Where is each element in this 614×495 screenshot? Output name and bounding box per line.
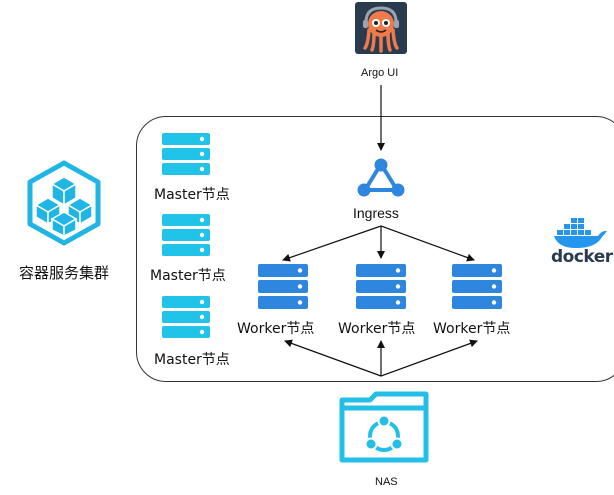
docker-whale-icon bbox=[554, 218, 607, 248]
server-icon bbox=[258, 264, 308, 309]
cluster-boundary bbox=[136, 116, 614, 382]
arrow-ingress-to-worker-1 bbox=[282, 225, 382, 262]
master-node-label: Master节点 bbox=[154, 187, 230, 203]
nas-folder-share-icon bbox=[339, 391, 429, 463]
server-icon bbox=[162, 296, 210, 338]
arrow-nas-to-worker-1 bbox=[284, 339, 382, 377]
arrow-nas-to-worker-3 bbox=[380, 339, 478, 377]
nas-label: NAS bbox=[375, 476, 398, 488]
master-node-label: Master节点 bbox=[154, 352, 230, 368]
server-icon bbox=[162, 133, 210, 175]
worker-node-label: Worker节点 bbox=[237, 321, 315, 337]
server-icon bbox=[356, 264, 406, 309]
ingress-label: Ingress bbox=[353, 205, 399, 221]
master-node-label: Master节点 bbox=[150, 268, 226, 284]
worker-node-label: Worker节点 bbox=[338, 321, 416, 337]
worker-node-label: Worker节点 bbox=[433, 321, 511, 337]
ingress-network-icon bbox=[357, 158, 405, 197]
hexagon-cubes-icon bbox=[27, 160, 101, 246]
docker-label: docker bbox=[551, 247, 613, 267]
arrow-ingress-to-worker-3 bbox=[380, 225, 475, 262]
server-icon bbox=[452, 264, 502, 309]
argo-octopus-icon bbox=[355, 2, 407, 54]
argo-ui-label: Argo UI bbox=[361, 67, 399, 79]
cluster-label: 容器服务集群 bbox=[19, 264, 110, 282]
server-icon bbox=[162, 214, 210, 256]
